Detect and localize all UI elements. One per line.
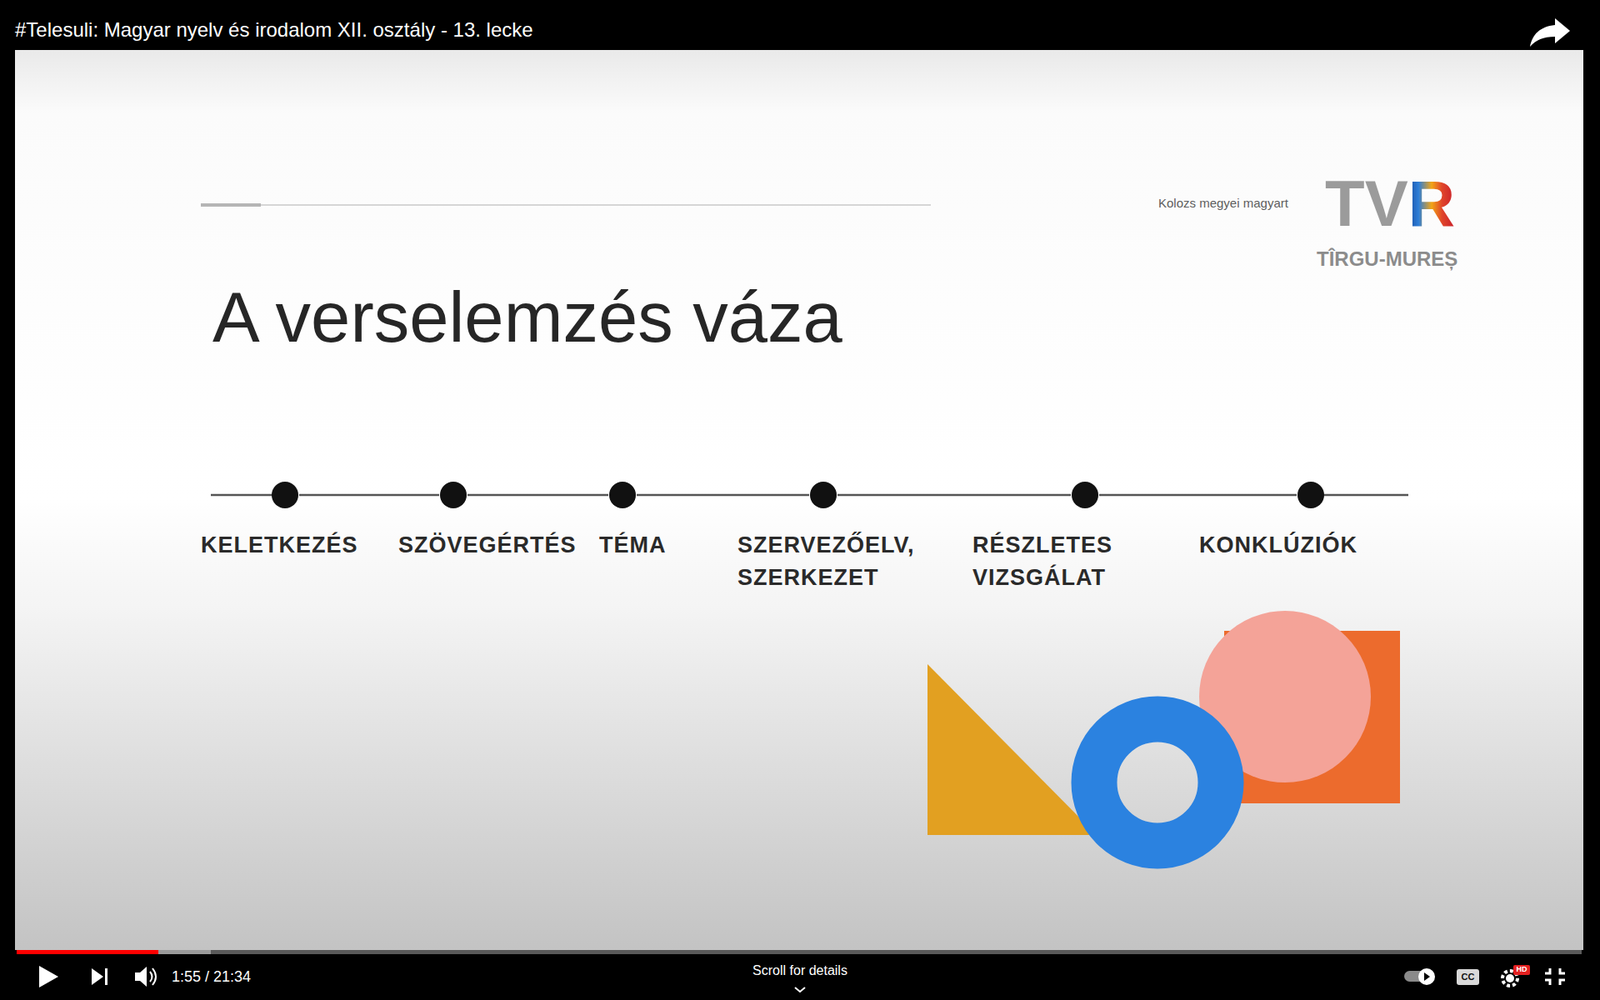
dot-shape xyxy=(1297,481,1325,509)
timeline-dot xyxy=(608,480,637,510)
next-icon-bar xyxy=(105,968,108,985)
timeline-step: SZERVEZŐELV, SZERKEZET xyxy=(737,480,938,595)
volume-icon xyxy=(135,966,147,987)
timeline-segment xyxy=(837,494,1071,497)
next-icon xyxy=(91,968,104,985)
step-label: KONKLÚZIÓK xyxy=(1199,529,1358,562)
step-label: SZERVEZŐELV, SZERKEZET xyxy=(737,529,938,595)
time-display: 1:55 / 21:34 xyxy=(171,969,251,985)
timeline-dot xyxy=(270,480,300,510)
blue-ring xyxy=(1094,719,1221,846)
timeline-dot xyxy=(1296,480,1325,510)
timeline-lead xyxy=(210,494,275,497)
timeline-dot xyxy=(1070,480,1100,510)
timeline-step: TÉMA xyxy=(599,480,667,562)
video-title: #Telesuli: Magyar nyelv és irodalom XII.… xyxy=(15,20,534,40)
timeline-step: SZÖVEGÉRTÉS xyxy=(398,480,577,562)
step-label: KELETKEZÉS xyxy=(200,529,359,562)
logo-city: TÎRGU-MUREȘ xyxy=(1316,249,1458,270)
timeline-dot xyxy=(809,480,838,510)
share-icon xyxy=(1530,18,1570,47)
cc-button: CC xyxy=(1461,972,1475,982)
step-label: TÉMA xyxy=(599,529,667,562)
fullscreen-exit-icon xyxy=(1545,968,1565,985)
hd-badge xyxy=(1513,965,1530,975)
dot-shape xyxy=(609,481,636,509)
play-icon xyxy=(39,965,59,988)
cc-box xyxy=(1456,969,1480,985)
volume-waves xyxy=(150,968,156,985)
timeline-step: RÉSZLETES VIZSGÁLAT xyxy=(972,480,1156,595)
timeline-tail xyxy=(1320,494,1409,497)
scroll-hint: Scroll for details xyxy=(752,964,848,978)
header-rule xyxy=(200,204,931,206)
timeline-step: KELETKEZÉS xyxy=(200,480,359,562)
dot-shape xyxy=(1071,481,1099,509)
channel-caption: Kolozs megyei magyart xyxy=(1158,196,1289,210)
step-label: SZÖVEGÉRTÉS xyxy=(398,529,577,562)
timeline-dot xyxy=(439,480,468,510)
logo-wordmark: TVR xyxy=(1325,170,1455,236)
hd-badge-text: HD xyxy=(1516,965,1528,974)
settings-hub xyxy=(1505,974,1515,983)
header-rule-accent xyxy=(200,203,261,207)
dot-shape xyxy=(440,481,467,509)
timeline-segment xyxy=(467,494,609,497)
scroll-chevron xyxy=(795,987,805,992)
timeline-segment xyxy=(1099,494,1297,497)
step-label: RÉSZLETES VIZSGÁLAT xyxy=(972,529,1156,595)
dot-shape xyxy=(271,481,299,509)
autoplay-knob xyxy=(1418,968,1435,985)
timeline-segment xyxy=(299,494,440,497)
progress-played xyxy=(16,950,159,955)
slide-title: A verselemzés váza xyxy=(212,281,843,353)
timeline-segment xyxy=(636,494,810,497)
yellow-triangle xyxy=(927,664,1097,835)
timeline-step: KONKLÚZIÓK xyxy=(1199,480,1358,562)
progress-buffer xyxy=(16,950,211,955)
progress-track xyxy=(16,950,1582,955)
slide-ground xyxy=(15,50,1584,950)
dot-shape xyxy=(810,481,837,509)
autoplay-play xyxy=(1424,972,1430,981)
